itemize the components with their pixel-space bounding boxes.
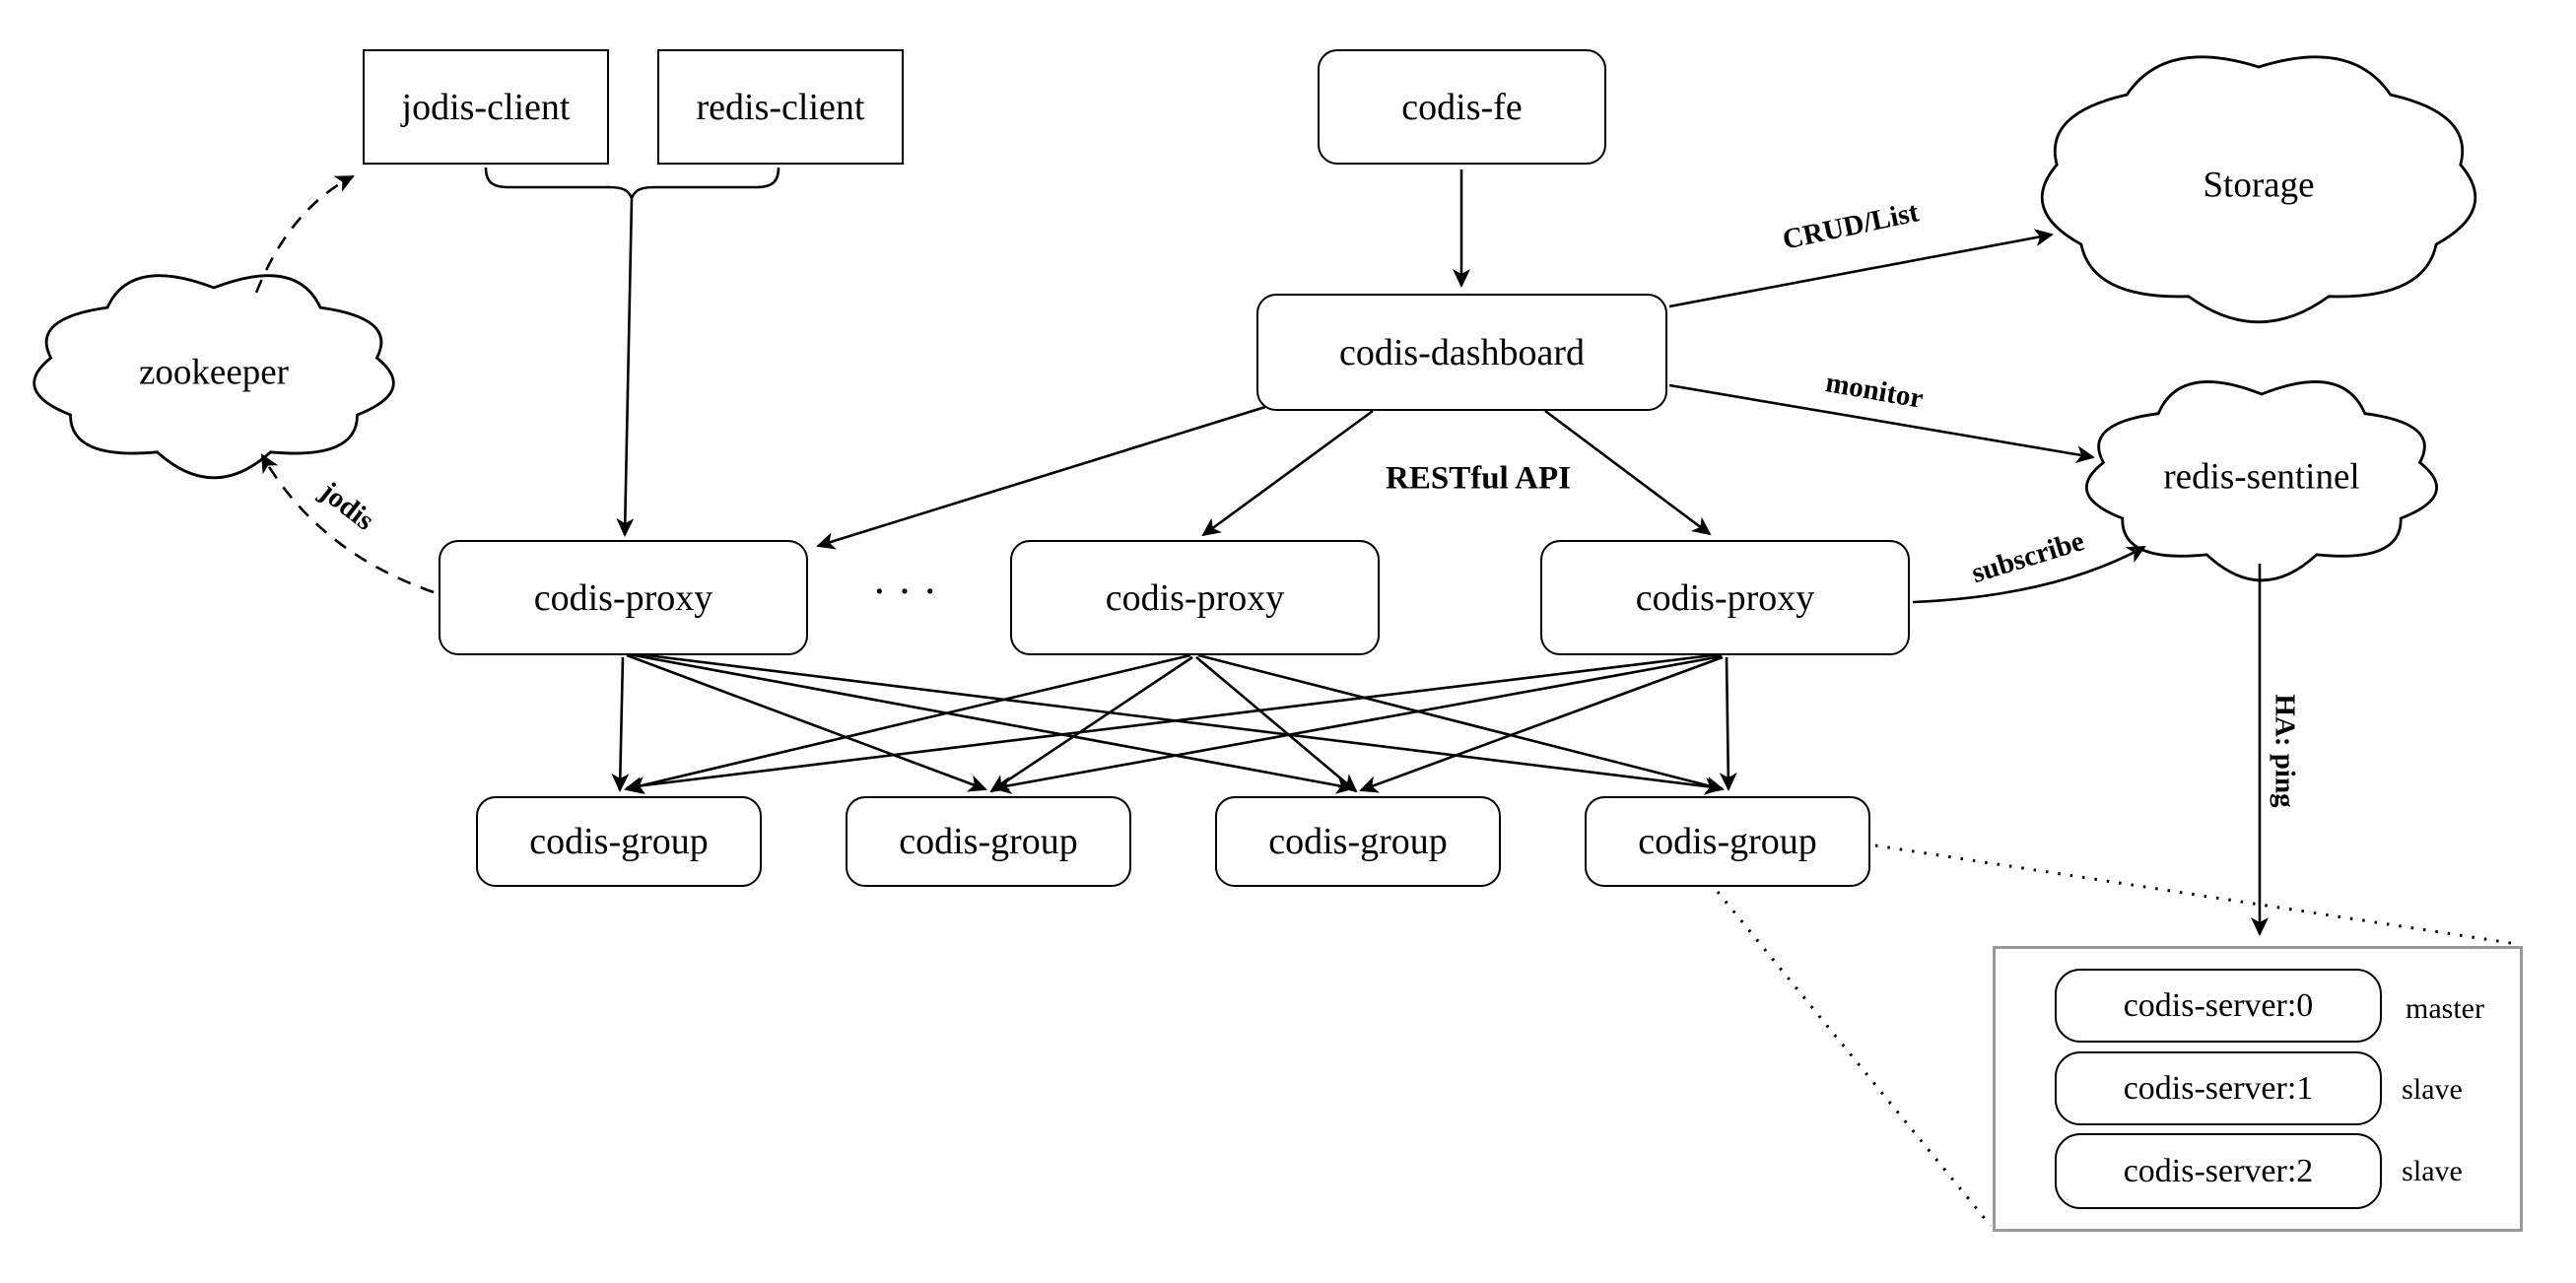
proxy3-to-group4-edge bbox=[1719, 656, 1737, 791]
zookeeper-cloud bbox=[33, 274, 395, 480]
dashboard-to-proxy-3-edge bbox=[1544, 409, 1712, 536]
node-codis-group-2: codis-group bbox=[846, 796, 1131, 887]
proxy1-to-group1-edge bbox=[611, 656, 630, 792]
edge-label-subscribe: subscribe bbox=[1967, 525, 2088, 590]
redis-sentinel-cloud bbox=[2084, 380, 2439, 582]
edge-label-restful-api: RESTful API bbox=[1386, 460, 1571, 497]
node-codis-server-1: codis-server:1 bbox=[2055, 1051, 2382, 1125]
annotation-server-0-role: master bbox=[2406, 992, 2484, 1025]
dashboard-to-sentinel-edge bbox=[1668, 383, 2095, 464]
node-codis-group-3: codis-group bbox=[1215, 796, 1501, 887]
proxy3-to-group1-edge bbox=[626, 652, 1722, 794]
redis-sentinel-cloud-label: redis-sentinel bbox=[2163, 456, 2360, 498]
node-server-container bbox=[1993, 946, 2523, 1232]
node-codis-proxy-2: codis-proxy bbox=[1010, 540, 1380, 655]
edge-label-jodis: jodis bbox=[313, 475, 380, 537]
proxy1-jodis-zookeeper-edge bbox=[260, 453, 435, 594]
edge-label-ha-ping: HA: ping bbox=[2269, 694, 2301, 808]
storage-cloud bbox=[2040, 55, 2477, 324]
proxy2-to-group1-edge bbox=[624, 653, 1191, 794]
proxy3-to-group3-edge bbox=[1359, 655, 1724, 793]
node-redis-client: redis-client bbox=[657, 49, 904, 165]
node-codis-proxy-1: codis-proxy bbox=[439, 540, 808, 655]
storage-cloud-label: Storage bbox=[2203, 165, 2315, 206]
node-codis-group-1: codis-group bbox=[476, 796, 762, 887]
node-codis-dashboard: codis-dashboard bbox=[1256, 294, 1667, 411]
proxy3-to-group2-edge bbox=[992, 654, 1723, 794]
group4-to-container-bottom-edge bbox=[1716, 891, 1993, 1227]
node-codis-group-4: codis-group bbox=[1585, 796, 1870, 887]
annotation-server-1-role: slave bbox=[2402, 1073, 2463, 1106]
proxy1-to-group3-edge bbox=[628, 652, 1355, 794]
proxy2-to-group4-edge bbox=[1197, 653, 1725, 794]
clients-brace bbox=[484, 167, 780, 202]
node-codis-server-2: codis-server:2 bbox=[2055, 1133, 2382, 1209]
proxy3-subscribe-sentinel-edge bbox=[1912, 545, 2146, 604]
proxy2-to-group2-edge bbox=[989, 655, 1193, 793]
proxy2-to-group3-edge bbox=[1195, 656, 1358, 793]
dashboard-to-proxy-1-edge bbox=[816, 405, 1266, 550]
node-codis-proxy-3: codis-proxy bbox=[1540, 540, 1910, 655]
zookeeper-to-jodis-client-edge bbox=[254, 174, 355, 294]
edge-label-monitor: monitor bbox=[1823, 367, 1927, 415]
proxy1-to-group2-edge bbox=[626, 653, 987, 792]
zookeeper-cloud-label: zookeeper bbox=[138, 352, 290, 393]
edge-label-crud-list: CRUD/List bbox=[1780, 196, 1922, 256]
annotation-proxy-ellipsis: · · · bbox=[872, 567, 937, 616]
clients-to-proxy-1-edge bbox=[616, 198, 635, 537]
node-jodis-client: jodis-client bbox=[363, 49, 609, 165]
node-codis-server-0: codis-server:0 bbox=[2055, 969, 2382, 1043]
dashboard-to-storage-edge bbox=[1668, 229, 2054, 308]
dashboard-to-proxy-2-edge bbox=[1201, 409, 1374, 537]
node-codis-fe: codis-fe bbox=[1318, 49, 1606, 165]
annotation-server-2-role: slave bbox=[2402, 1155, 2463, 1187]
